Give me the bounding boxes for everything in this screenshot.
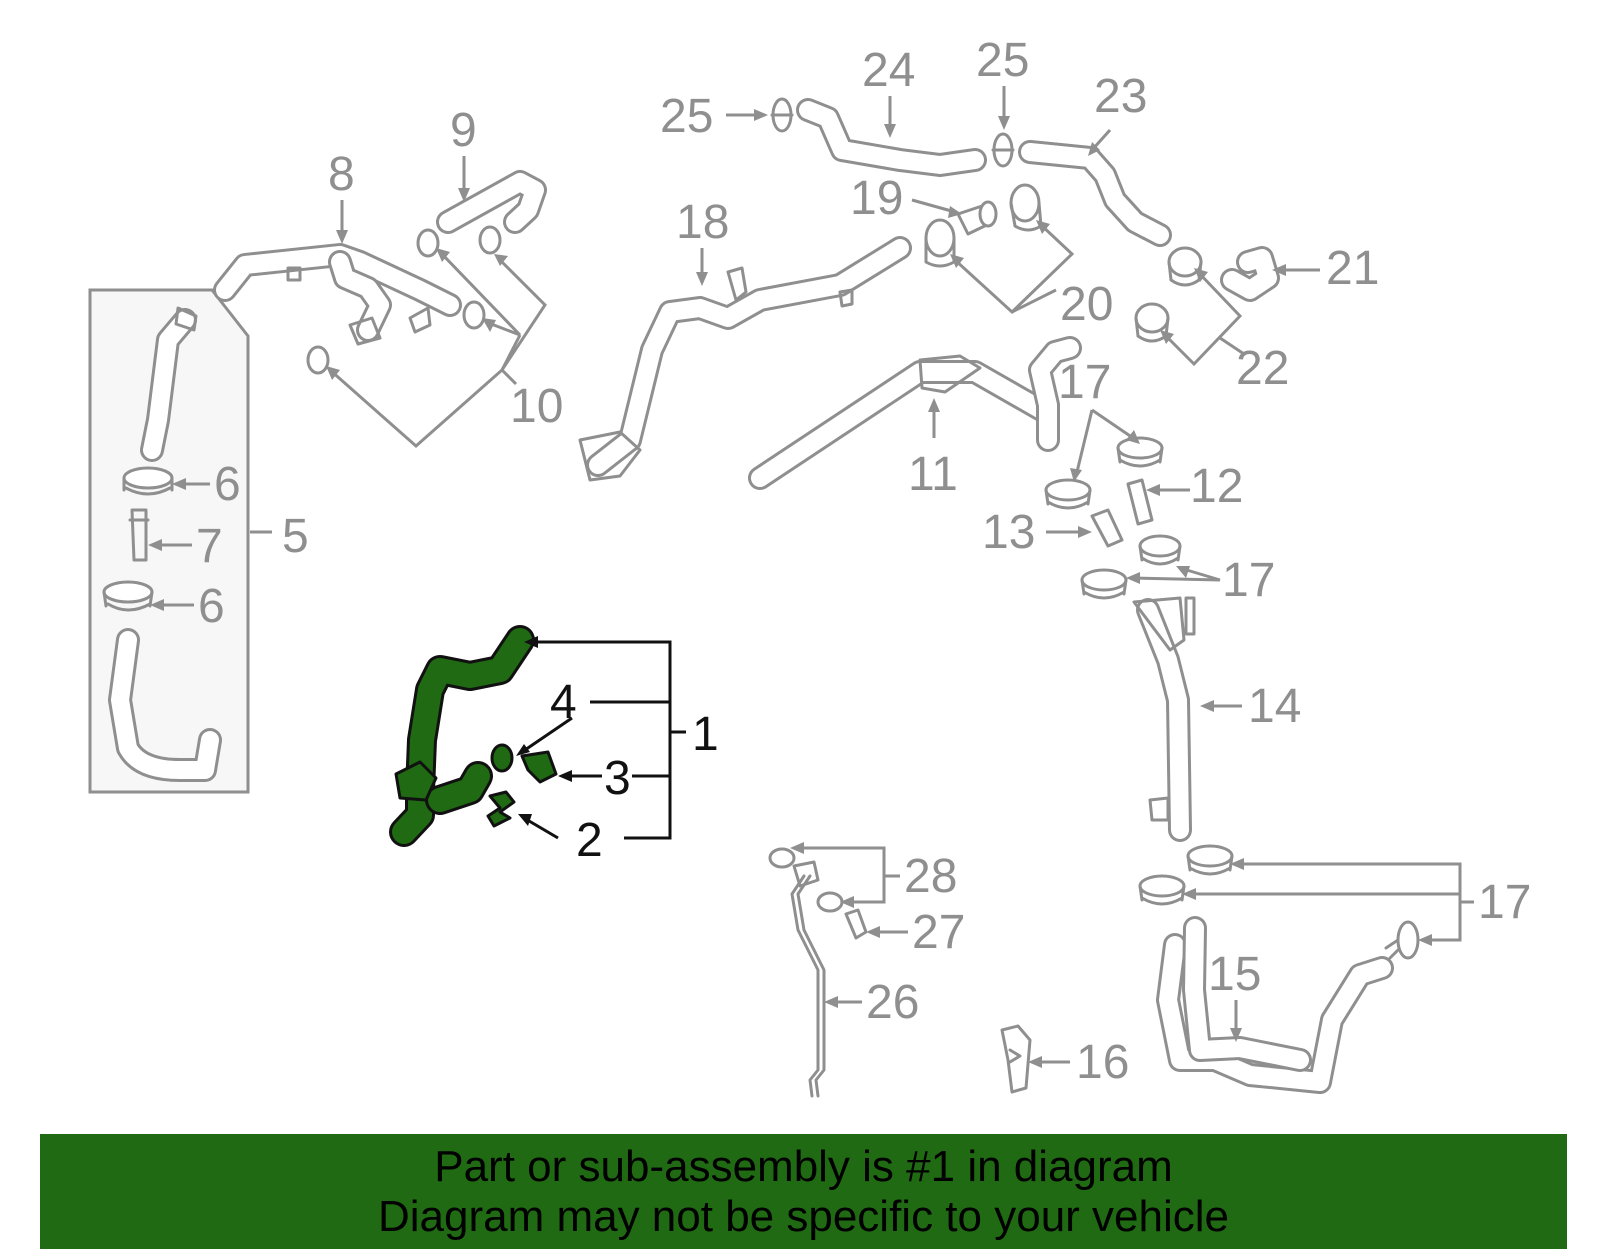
clamps-25 <box>770 97 1015 168</box>
label-25-right: 25 <box>976 34 1029 87</box>
clamps-22 <box>1134 246 1203 343</box>
label-4: 4 <box>550 676 577 729</box>
banner-line-2: Diagram may not be specific to your vehi… <box>377 1192 1230 1241</box>
part-18-pipe <box>578 236 912 482</box>
clamp-6-lower <box>102 580 154 604</box>
label-13: 13 <box>982 506 1035 559</box>
label-7: 7 <box>196 520 223 573</box>
part-4-oring <box>490 743 514 773</box>
label-22: 22 <box>1236 342 1289 395</box>
leader-lines <box>148 86 1474 1068</box>
label-17-a: 17 <box>1058 356 1111 409</box>
part-21-hose <box>1220 246 1280 302</box>
part-8-hose <box>213 243 462 346</box>
label-5: 5 <box>282 510 309 563</box>
label-9: 9 <box>450 104 477 157</box>
label-18: 18 <box>676 196 729 249</box>
connector-7 <box>128 508 150 562</box>
callout-labels: 5 6 7 6 8 9 10 18 24 25 25 23 19 20 21 2… <box>196 34 1531 1089</box>
label-25-left: 25 <box>660 90 713 143</box>
label-17-c: 17 <box>1478 876 1531 929</box>
part-3-sensor <box>520 750 558 784</box>
label-20: 20 <box>1060 278 1113 331</box>
label-14: 14 <box>1248 680 1301 733</box>
label-12: 12 <box>1190 460 1243 513</box>
label-17-b: 17 <box>1222 554 1275 607</box>
part-1-assembly-highlight <box>389 625 558 847</box>
clamps-17-upper <box>1044 436 1182 600</box>
info-banner: Part or sub-assembly is #1 in diagram Di… <box>40 1134 1567 1249</box>
label-21: 21 <box>1326 242 1379 295</box>
label-24: 24 <box>862 44 915 97</box>
part-28-orings <box>768 847 844 913</box>
clamps-20 <box>924 183 1043 268</box>
part-19-hose <box>956 200 998 236</box>
part-16-bracket <box>1000 1024 1032 1094</box>
part-2-clip <box>486 790 516 828</box>
inset-assembly-5 <box>88 288 250 794</box>
label-2: 2 <box>576 814 603 867</box>
label-6-lower: 6 <box>198 580 225 633</box>
label-27: 27 <box>912 906 965 959</box>
banner-line-1: Part or sub-assembly is #1 in diagram <box>434 1142 1173 1191</box>
label-1: 1 <box>692 708 719 761</box>
label-15: 15 <box>1208 948 1261 1001</box>
part-10-orings <box>306 225 502 375</box>
part-27-sensor <box>844 908 868 940</box>
part-14-pipe <box>1132 596 1196 842</box>
label-3: 3 <box>604 752 631 805</box>
part-24-hose <box>796 98 987 177</box>
label-16: 16 <box>1076 1036 1129 1089</box>
highlight-leader-lines <box>516 636 686 840</box>
label-26: 26 <box>866 976 919 1029</box>
label-10: 10 <box>510 380 563 433</box>
part-15-pipe <box>1156 916 1394 1094</box>
label-23: 23 <box>1094 70 1147 123</box>
label-8: 8 <box>328 148 355 201</box>
label-28: 28 <box>904 850 957 903</box>
part-12-hose <box>1126 478 1154 526</box>
part-26-line <box>790 860 826 1098</box>
part-23-pipe <box>1018 140 1172 247</box>
label-11: 11 <box>908 448 958 501</box>
part-9-hose <box>436 170 547 234</box>
highlight-labels: 1 4 3 2 <box>550 676 719 867</box>
part-13-hose <box>1090 508 1124 548</box>
part-11-rail <box>748 336 1082 490</box>
label-19: 19 <box>850 172 903 225</box>
clamp-6-upper <box>122 466 174 490</box>
label-6-upper: 6 <box>214 458 241 511</box>
